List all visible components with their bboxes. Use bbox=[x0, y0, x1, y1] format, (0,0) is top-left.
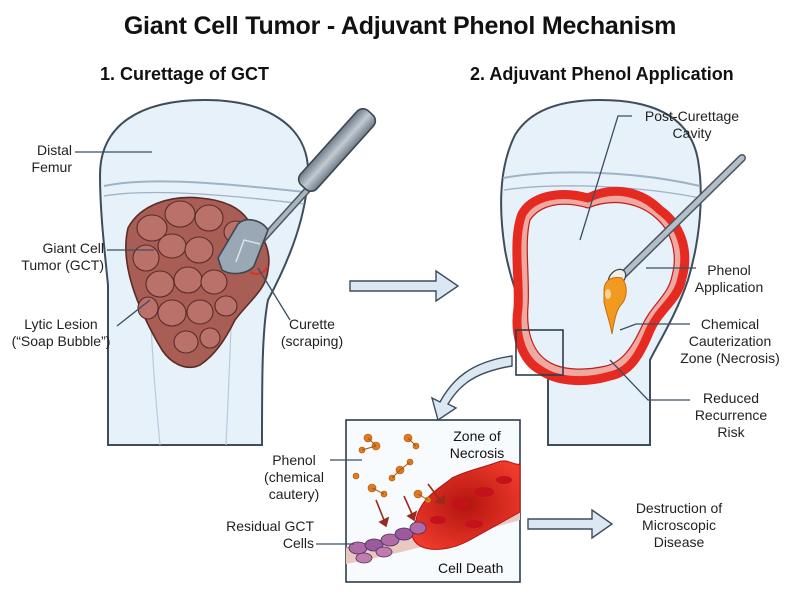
label-curette: Curette(scraping) bbox=[280, 316, 344, 349]
post-curettage-cavity bbox=[512, 186, 690, 386]
label-lytic-lesion: Lytic Lesion(“Soap Bubble”) bbox=[11, 316, 111, 349]
necrosis-inset bbox=[345, 419, 521, 583]
flow-arrow-icon bbox=[349, 269, 460, 303]
leader-lines-right bbox=[579, 115, 696, 401]
curette-instrument-icon bbox=[217, 107, 377, 275]
outcome-arrow-icon bbox=[527, 508, 614, 540]
panel1-heading: 1. Curettage of GCT bbox=[100, 64, 270, 84]
phenol-drop-icon bbox=[603, 277, 627, 335]
focus-box bbox=[515, 329, 564, 376]
diagram-title: Giant Cell Tumor - Adjuvant Phenol Mecha… bbox=[123, 12, 677, 40]
curved-arrow-icon bbox=[430, 355, 513, 422]
giant-cell-tumor bbox=[125, 196, 270, 369]
leader-lines-inset bbox=[316, 459, 362, 545]
phenol-molecule-icon bbox=[352, 433, 432, 504]
label-cell-death: Cell Death bbox=[438, 560, 504, 576]
panel2-heading: 2. Adjuvant Phenol Application bbox=[470, 64, 734, 84]
leader-lines-left bbox=[75, 151, 291, 327]
